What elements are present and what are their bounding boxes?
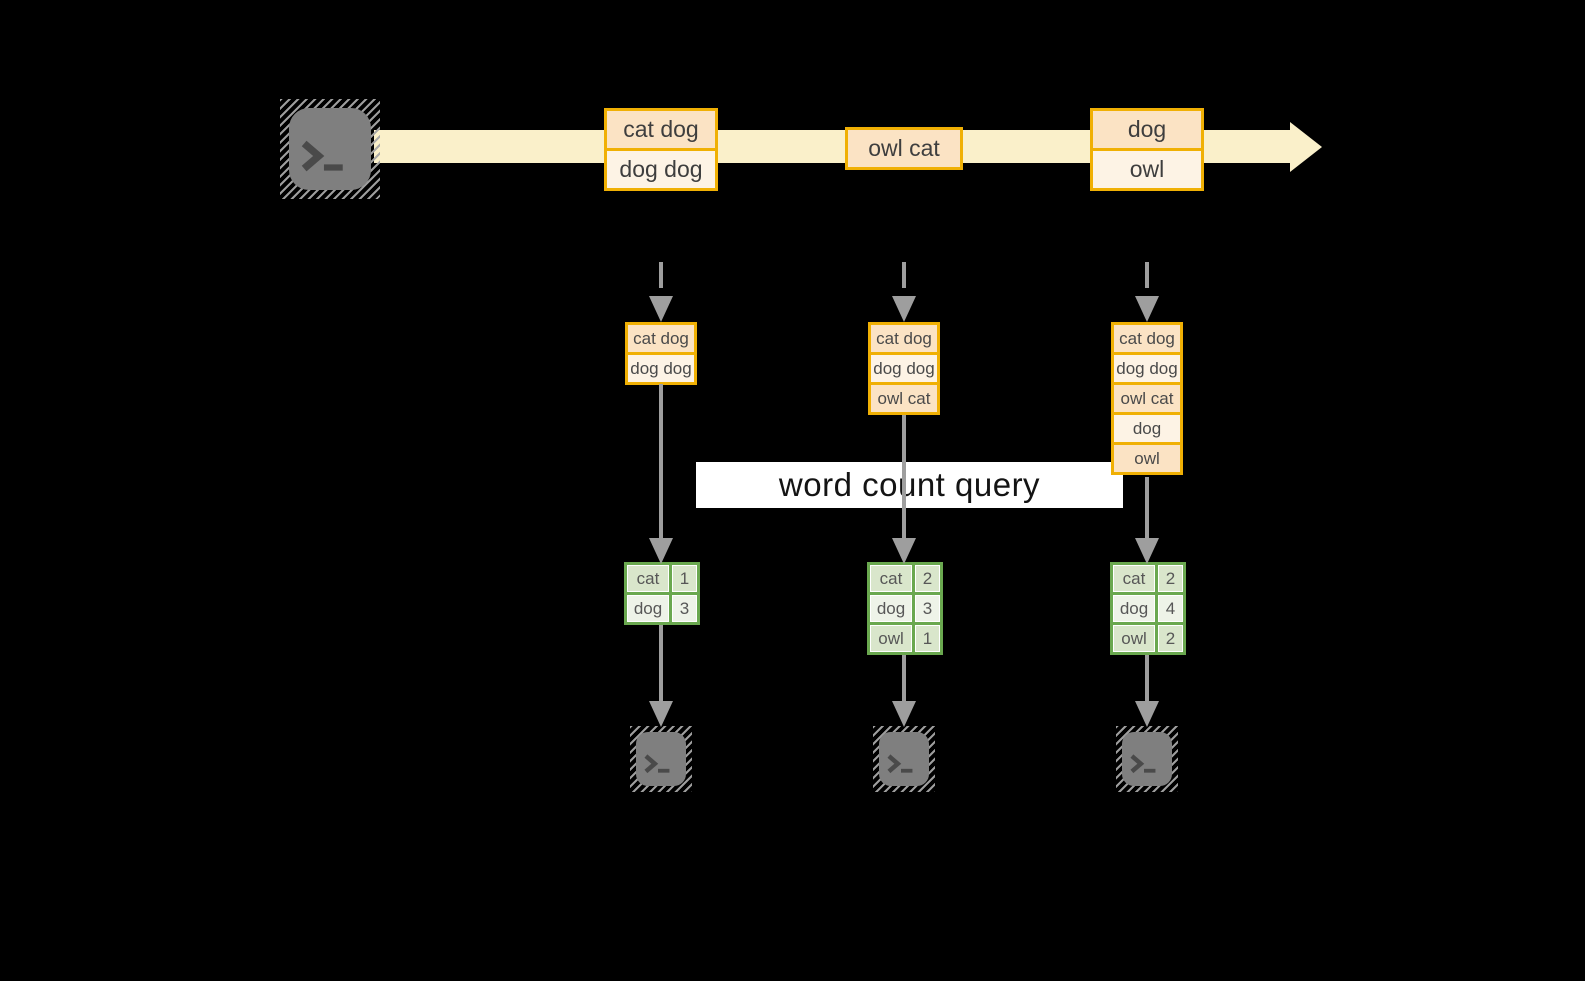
word-count-table-1: cat 1 dog 3 (624, 562, 700, 625)
state-line: dog dog (1111, 352, 1183, 385)
event-line: owl cat (845, 127, 963, 170)
table-cell-word: cat (870, 565, 912, 592)
connector-line (902, 415, 906, 538)
terminal-prompt-icon (1129, 753, 1155, 773)
dashed-arrowhead-icon (649, 296, 673, 322)
table-cell-word: cat (1113, 565, 1155, 592)
table-cell-word: owl (1113, 625, 1155, 652)
table-cell-word: dog (870, 595, 912, 622)
state-line: cat dog (868, 322, 940, 355)
dashed-arrowhead-icon (1135, 296, 1159, 322)
dashed-arrow-line (902, 262, 906, 288)
sink-terminal-icon (630, 726, 692, 792)
stream-arrowhead-icon (1290, 122, 1322, 172)
connector-arrowhead-icon (649, 701, 673, 727)
terminal-body (289, 108, 371, 190)
state-stack-3: cat dog dog dog owl cat dog owl (1111, 322, 1183, 475)
terminal-prompt-icon (302, 140, 344, 172)
table-cell-word: dog (627, 595, 669, 622)
event-line: cat dog (604, 108, 718, 151)
connector-arrowhead-icon (892, 538, 916, 564)
query-label: word count query (778, 466, 1041, 503)
connector-arrowhead-icon (649, 538, 673, 564)
word-count-table-2: cat 2 dog 3 owl 1 (867, 562, 943, 655)
connector-line (1145, 655, 1149, 701)
terminal-prompt-icon (886, 753, 912, 773)
query-label-band: word count query (696, 462, 1123, 508)
dashed-arrow-line (1145, 262, 1149, 288)
sink-terminal-icon (873, 726, 935, 792)
connector-line (659, 625, 663, 701)
table-cell-count: 4 (1158, 595, 1183, 622)
connector-line (659, 384, 663, 538)
sink-terminal-icon (1116, 726, 1178, 792)
event-box-2: owl cat (845, 127, 963, 170)
table-cell-count: 1 (915, 625, 940, 652)
state-line: dog dog (868, 352, 940, 385)
dashed-arrow-line (659, 262, 663, 288)
terminal-body (1122, 732, 1172, 786)
table-cell-count: 2 (1158, 565, 1183, 592)
connector-line (902, 655, 906, 701)
connector-arrowhead-icon (1135, 701, 1159, 727)
connector-arrowhead-icon (892, 701, 916, 727)
state-line: dog dog (625, 352, 697, 385)
event-line: owl (1090, 148, 1204, 191)
table-cell-count: 2 (1158, 625, 1183, 652)
state-line: dog (1111, 412, 1183, 445)
state-line: owl (1111, 442, 1183, 475)
state-stack-1: cat dog dog dog (625, 322, 697, 385)
connector-arrowhead-icon (1135, 538, 1159, 564)
event-box-1: cat dog dog dog (604, 108, 718, 191)
event-line: dog (1090, 108, 1204, 151)
table-cell-word: owl (870, 625, 912, 652)
table-cell-word: dog (1113, 595, 1155, 622)
state-stack-2: cat dog dog dog owl cat (868, 322, 940, 415)
state-line: owl cat (868, 382, 940, 415)
table-cell-count: 3 (915, 595, 940, 622)
state-line: cat dog (1111, 322, 1183, 355)
word-count-table-3: cat 2 dog 4 owl 2 (1110, 562, 1186, 655)
connector-line (1145, 477, 1149, 538)
state-line: owl cat (1111, 382, 1183, 415)
state-line: cat dog (625, 322, 697, 355)
dashed-arrowhead-icon (892, 296, 916, 322)
table-cell-count: 2 (915, 565, 940, 592)
table-cell-count: 3 (672, 595, 697, 622)
event-line: dog dog (604, 148, 718, 191)
terminal-body (879, 732, 929, 786)
table-cell-count: 1 (672, 565, 697, 592)
terminal-body (636, 732, 686, 786)
event-box-3: dog owl (1090, 108, 1204, 191)
source-terminal-icon (280, 99, 380, 199)
table-cell-word: cat (627, 565, 669, 592)
terminal-prompt-icon (643, 753, 669, 773)
